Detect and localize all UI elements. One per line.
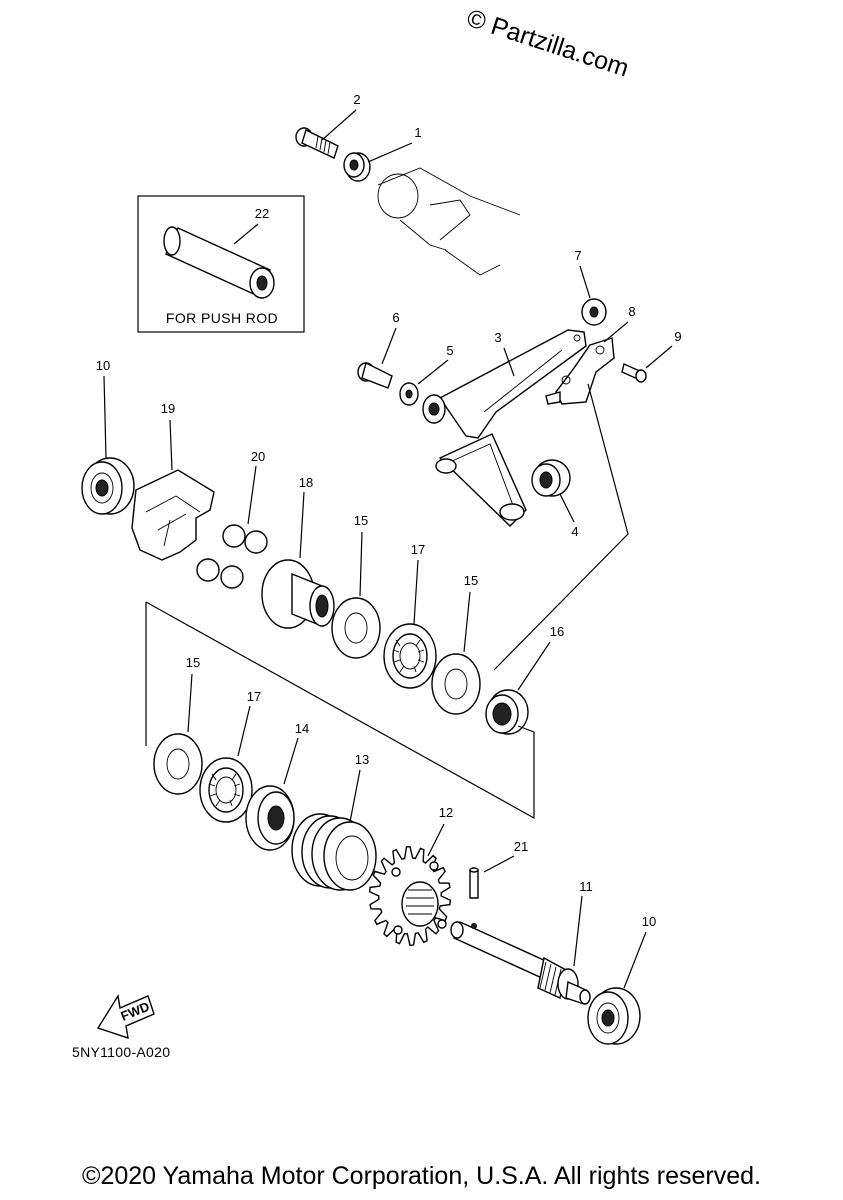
- leader-line-13: [349, 769, 361, 823]
- leader-line-18: [299, 491, 305, 559]
- copyright-notice: ©2020 Yamaha Motor Corporation, U.S.A. A…: [82, 1162, 761, 1190]
- leader-line-7: [579, 265, 591, 299]
- leader-line-17: [413, 559, 419, 625]
- part-4[interactable]: [531, 459, 571, 497]
- part-21[interactable]: [469, 867, 479, 899]
- leader-line-6: [381, 327, 397, 365]
- leader-line-19: [169, 419, 173, 471]
- inset-caption: FOR PUSH ROD: [165, 310, 279, 326]
- leader-line-15: [187, 673, 193, 733]
- callout-9[interactable]: 9: [674, 329, 681, 344]
- part-10-lower[interactable]: [587, 987, 641, 1045]
- callout-1[interactable]: 1: [414, 125, 421, 140]
- callout-10[interactable]: 10: [96, 358, 110, 373]
- callout-11[interactable]: 11: [579, 879, 593, 894]
- leader-line-22: [233, 223, 259, 245]
- leader-line-9: [645, 345, 673, 369]
- leader-line-21: [483, 855, 515, 873]
- part-11[interactable]: [450, 921, 591, 1005]
- callout-2[interactable]: 2: [353, 92, 360, 107]
- part-5[interactable]: [399, 382, 419, 406]
- callout-3[interactable]: 3: [494, 330, 501, 345]
- callout-14[interactable]: 14: [295, 721, 309, 736]
- callout-22[interactable]: 22: [255, 206, 269, 221]
- leader-line-8: [603, 321, 629, 343]
- leader-line-5: [417, 359, 449, 385]
- callout-16[interactable]: 16: [550, 624, 564, 639]
- inset-box: [137, 195, 305, 333]
- callout-6[interactable]: 6: [392, 310, 399, 325]
- callout-4[interactable]: 4: [571, 524, 578, 539]
- callout-17[interactable]: 17: [247, 689, 261, 704]
- callout-18[interactable]: 18: [299, 475, 313, 490]
- part-17-b[interactable]: [199, 757, 253, 823]
- part-1[interactable]: [343, 152, 371, 182]
- part-17-a[interactable]: [383, 623, 437, 689]
- leader-line-14: [283, 737, 299, 785]
- leader-line-11: [573, 895, 583, 967]
- part-9[interactable]: [621, 363, 647, 383]
- leader-line-2: [321, 109, 357, 141]
- part-18[interactable]: [261, 559, 335, 629]
- leader-line-17: [237, 705, 251, 757]
- callout-21[interactable]: 21: [514, 839, 528, 854]
- leader-line-16: [517, 641, 551, 691]
- leader-line-12: [427, 823, 445, 857]
- callout-15[interactable]: 15: [464, 573, 478, 588]
- callout-15[interactable]: 15: [186, 655, 200, 670]
- part-22[interactable]: [163, 226, 275, 299]
- part-20[interactable]: [196, 524, 268, 589]
- engine-shaft-outline: [377, 167, 521, 276]
- part-12[interactable]: [368, 845, 452, 947]
- part-15-c[interactable]: [153, 733, 203, 795]
- part-15-a[interactable]: [331, 597, 381, 659]
- leader-line-1: [367, 142, 413, 163]
- part-2[interactable]: [295, 127, 339, 159]
- leader-line-10: [623, 931, 647, 989]
- part-16[interactable]: [485, 689, 529, 735]
- callout-17[interactable]: 17: [411, 542, 425, 557]
- leader-line-15: [463, 591, 471, 653]
- part-19[interactable]: [131, 469, 215, 561]
- reference-code: 5NY1100-A020: [72, 1044, 171, 1060]
- callout-20[interactable]: 20: [251, 449, 265, 464]
- callout-12[interactable]: 12: [439, 805, 453, 820]
- part-10-upper[interactable]: [81, 457, 135, 515]
- part-13[interactable]: [291, 813, 377, 891]
- part-6[interactable]: [357, 361, 393, 389]
- part-8[interactable]: [545, 337, 615, 405]
- part-3[interactable]: [422, 329, 587, 527]
- callout-8[interactable]: 8: [628, 304, 635, 319]
- leader-line-3: [503, 347, 515, 377]
- group-bracket-right: [493, 383, 629, 671]
- callout-15[interactable]: 15: [354, 513, 368, 528]
- part-14[interactable]: [245, 785, 295, 851]
- callout-13[interactable]: 13: [355, 752, 369, 767]
- leader-line-4: [559, 493, 575, 523]
- fwd-arrow-icon: FWD: [96, 994, 155, 1040]
- leader-lines: [103, 109, 673, 989]
- leader-line-10: [103, 375, 107, 459]
- callout-7[interactable]: 7: [574, 248, 581, 263]
- group-bracket-bottom: [145, 601, 535, 820]
- leader-line-20: [247, 465, 257, 525]
- callout-19[interactable]: 19: [161, 401, 175, 416]
- callout-numbers: 1234567891010111213141515151617171819202…: [96, 92, 682, 929]
- callout-5[interactable]: 5: [446, 343, 453, 358]
- part-7[interactable]: [581, 298, 607, 326]
- leader-line-15: [359, 531, 363, 597]
- part-15-b[interactable]: [431, 653, 481, 715]
- callout-10[interactable]: 10: [642, 914, 656, 929]
